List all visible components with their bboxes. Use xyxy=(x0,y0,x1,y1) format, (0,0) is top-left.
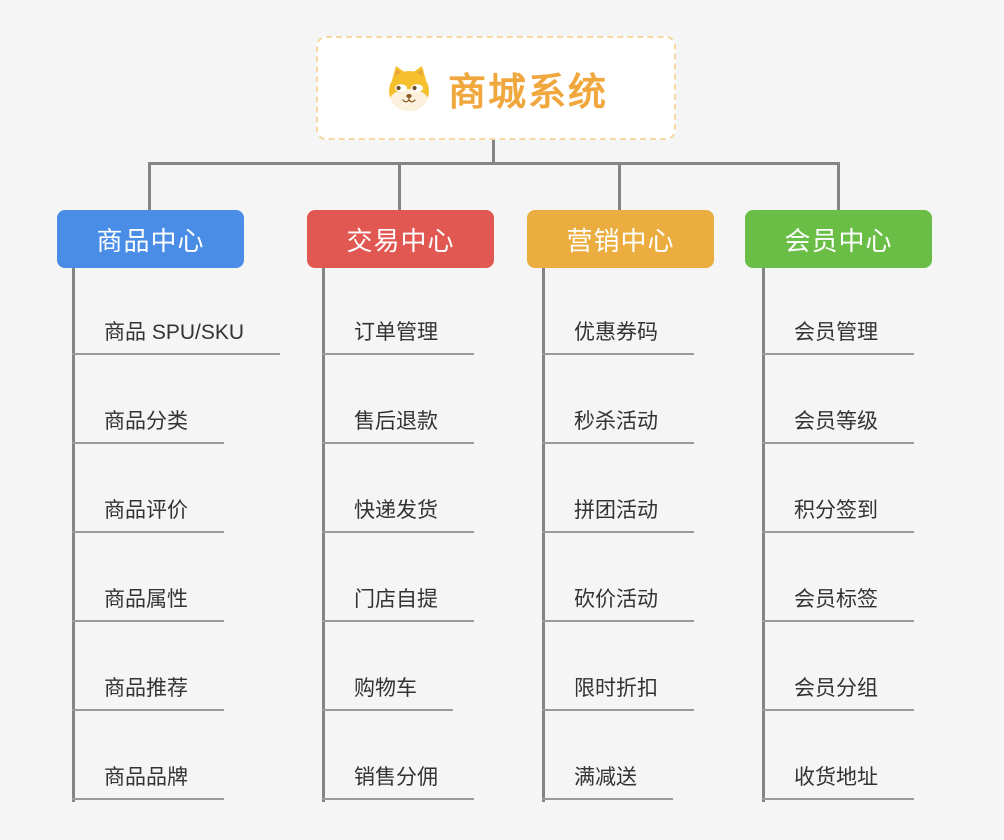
branch4-connector-line xyxy=(837,162,840,210)
leaf-node[interactable]: 门店自提 xyxy=(322,587,474,622)
leaf-node[interactable]: 满减送 xyxy=(542,765,673,800)
leaf-node[interactable]: 商品 SPU/SKU xyxy=(72,320,281,355)
leaf-node[interactable]: 会员管理 xyxy=(762,320,914,355)
root-node[interactable]: 商城系统 xyxy=(316,36,676,140)
leaf-node[interactable]: 商品品牌 xyxy=(72,765,224,800)
leaf-node[interactable]: 商品推荐 xyxy=(72,676,224,711)
branch1-leaves: 商品 SPU/SKU 商品分类 商品评价 商品属性 商品推荐 商品品牌 xyxy=(72,270,312,810)
leaf-node[interactable]: 砍价活动 xyxy=(542,587,694,622)
branch4-leaves: 会员管理 会员等级 积分签到 会员标签 会员分组 收货地址 xyxy=(762,270,1002,810)
leaf-node[interactable]: 积分签到 xyxy=(762,498,914,533)
leaf-node[interactable]: 售后退款 xyxy=(322,409,474,444)
branch3-column-line xyxy=(542,268,545,802)
dog-face-icon xyxy=(388,66,429,111)
trunk-horizontal-line xyxy=(148,162,839,165)
branch-label: 会员中心 xyxy=(784,225,893,256)
branch1-connector-line xyxy=(148,162,151,210)
branch2-leaves: 订单管理 售后退款 快递发货 门店自提 购物车 销售分佣 xyxy=(322,270,562,810)
leaf-node[interactable]: 会员等级 xyxy=(762,409,914,444)
branch-label: 交易中心 xyxy=(346,225,455,256)
leaf-node[interactable]: 会员分组 xyxy=(762,676,914,711)
branch-node-member-center[interactable]: 会员中心 xyxy=(745,210,932,268)
leaf-node[interactable]: 商品分类 xyxy=(72,409,224,444)
branch2-column-line xyxy=(322,268,325,802)
leaf-node[interactable]: 订单管理 xyxy=(322,320,474,355)
root-connector-line xyxy=(492,140,495,165)
root-title: 商城系统 xyxy=(447,71,608,114)
leaf-node[interactable]: 限时折扣 xyxy=(542,676,694,711)
leaf-node[interactable]: 收货地址 xyxy=(762,765,914,800)
branch-node-trade-center[interactable]: 交易中心 xyxy=(307,210,494,268)
branch1-column-line xyxy=(72,268,75,802)
branch-node-product-center[interactable]: 商品中心 xyxy=(57,210,244,268)
leaf-node[interactable]: 秒杀活动 xyxy=(542,409,694,444)
leaf-node[interactable]: 商品属性 xyxy=(72,587,224,622)
branch-label: 商品中心 xyxy=(96,225,205,256)
leaf-node[interactable]: 快递发货 xyxy=(322,498,474,533)
leaf-node[interactable]: 销售分佣 xyxy=(322,765,474,800)
leaf-node[interactable]: 购物车 xyxy=(322,676,453,711)
leaf-node[interactable]: 会员标签 xyxy=(762,587,914,622)
branch-label: 营销中心 xyxy=(566,225,675,256)
branch2-connector-line xyxy=(398,162,401,210)
branch3-connector-line xyxy=(618,162,621,210)
branch3-leaves: 优惠券码 秒杀活动 拼团活动 砍价活动 限时折扣 满减送 xyxy=(542,270,782,810)
leaf-node[interactable]: 商品评价 xyxy=(72,498,224,533)
branch4-column-line xyxy=(762,268,765,802)
leaf-node[interactable]: 拼团活动 xyxy=(542,498,694,533)
leaf-node[interactable]: 优惠券码 xyxy=(542,320,694,355)
branch-node-marketing-center[interactable]: 营销中心 xyxy=(527,210,714,268)
